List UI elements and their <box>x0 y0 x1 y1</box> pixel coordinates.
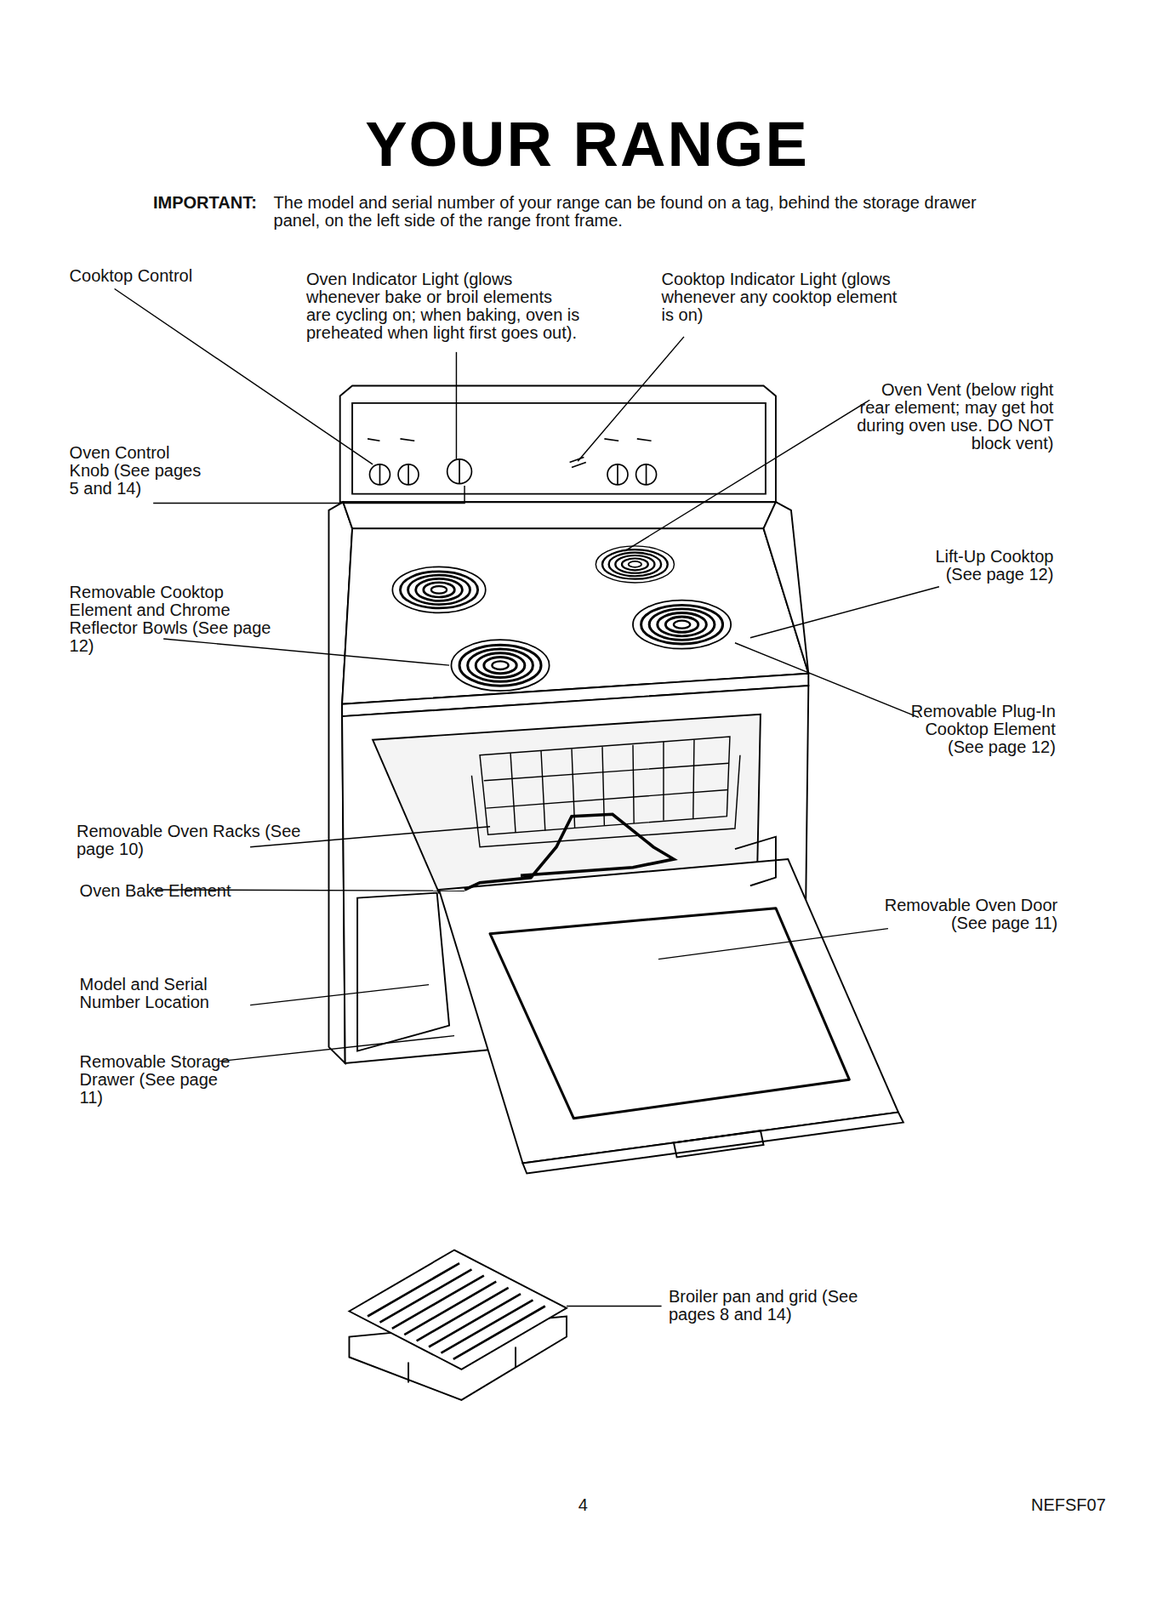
burner <box>392 566 485 613</box>
door-edge <box>522 1112 903 1174</box>
part-label: Model and Serial Number Location <box>79 975 244 1012</box>
cooktop-rear <box>342 501 776 529</box>
burner <box>450 639 549 691</box>
part-label: Removable Oven Racks (See page 10) <box>76 822 317 859</box>
side-right <box>763 501 810 674</box>
door-hinge <box>735 837 776 887</box>
control-knobs <box>367 438 656 485</box>
part-label: Oven Control Knob (See pages 5 and 14) <box>69 444 213 498</box>
important-tag: IMPORTANT: <box>153 193 274 212</box>
oven-door <box>438 859 899 1163</box>
part-label: Removable Oven Door (See page 11) <box>873 896 1058 933</box>
backguard-panel <box>352 403 766 495</box>
part-label: Lift-Up Cooktop (See page 12) <box>900 547 1054 584</box>
part-label: Cooktop Control <box>69 267 244 285</box>
storage-drawer <box>357 893 450 1052</box>
page-number: 4 <box>567 1496 599 1515</box>
broiler-pan <box>348 1250 567 1401</box>
note-text: The model and serial number of your rang… <box>273 193 994 230</box>
page-title: YOUR RANGE <box>306 110 868 179</box>
door-window <box>490 908 850 1119</box>
burner <box>595 546 674 583</box>
backguard <box>340 385 776 502</box>
leader-lines <box>114 288 940 1306</box>
burner <box>632 600 731 650</box>
part-label: Removable Cooktop Element and Chrome Ref… <box>69 583 274 656</box>
part-label: Cooktop Indicator Light (glows whenever … <box>661 270 902 325</box>
oven-rack <box>471 736 740 848</box>
part-label: Removable Storage Drawer (See page 11) <box>79 1053 234 1107</box>
door-handle <box>673 1130 764 1157</box>
part-label: Broiler pan and grid (See pages 8 and 14… <box>668 1287 904 1324</box>
part-label: Oven Indicator Light (glows whenever bak… <box>306 270 581 342</box>
range-body <box>328 385 903 1174</box>
part-label: Oven Vent (below right rear element; may… <box>854 381 1054 453</box>
bake-element <box>464 814 674 890</box>
part-label: Oven Bake Element <box>79 882 315 901</box>
part-label: Removable Plug-In Cooktop Element (See p… <box>902 702 1056 757</box>
document-code: NEFSF07 <box>1031 1496 1123 1515</box>
